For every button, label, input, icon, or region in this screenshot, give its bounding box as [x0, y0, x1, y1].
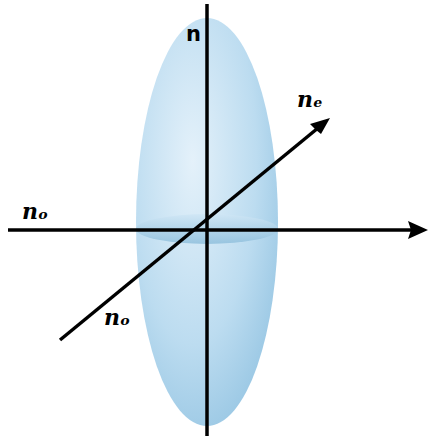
- horizontal-axis: [8, 228, 412, 232]
- index-label: nₑ: [297, 88, 323, 110]
- arrowhead: [310, 118, 330, 134]
- index-label: nₒ: [104, 306, 130, 328]
- diagonal-axis: [60, 128, 318, 340]
- arrowhead: [408, 221, 428, 239]
- axis-label: n: [186, 24, 201, 45]
- index-label: nₒ: [22, 200, 48, 222]
